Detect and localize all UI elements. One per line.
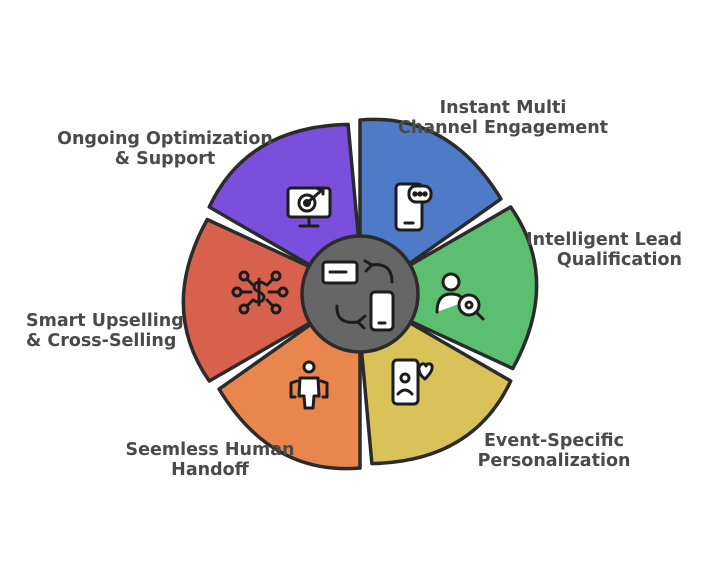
label-line: Intelligent Lead bbox=[526, 230, 682, 250]
chat-phone-icon bbox=[394, 182, 433, 232]
label-line: & Cross-Selling bbox=[26, 331, 177, 351]
person-group-icon bbox=[289, 360, 329, 410]
label-line: Instant Multi bbox=[439, 98, 567, 118]
segment-intelligent-lead-qualification bbox=[392, 205, 539, 371]
label-smart-upselling-cross-selling: Smart Upselling & Cross-Selling bbox=[26, 311, 216, 351]
label-line: & Support bbox=[114, 149, 216, 169]
label-line: Personalization bbox=[477, 451, 631, 471]
label-intelligent-lead-qualification: Intelligent Lead Qualification bbox=[480, 230, 682, 270]
label-line: Smart Upselling bbox=[26, 311, 184, 331]
segment-event-specific-personalization bbox=[358, 312, 513, 466]
dollar-network-icon bbox=[231, 270, 289, 315]
label-line: Event-Specific bbox=[483, 431, 625, 451]
label-line: Ongoing Optimization bbox=[57, 129, 273, 149]
heart-phone-icon bbox=[391, 358, 434, 406]
cross-device-sync-icon bbox=[321, 259, 395, 332]
label-instant-multi-channel-engagement: Instant Multi Channel Engagement bbox=[378, 98, 628, 138]
label-line: Seemless Human bbox=[125, 440, 295, 460]
center-hub bbox=[300, 234, 420, 354]
label-event-specific-personalization: Event-Specific Personalization bbox=[444, 431, 664, 471]
label-ongoing-optimization-support: Ongoing Optimization & Support bbox=[40, 129, 290, 169]
segment-ongoing-optimization-support bbox=[207, 122, 362, 276]
label-line: Qualification bbox=[556, 250, 682, 270]
user-search-icon bbox=[435, 272, 485, 321]
label-line: Channel Engagement bbox=[397, 118, 609, 138]
label-seemless-human-handoff: Seemless Human Handoff bbox=[100, 440, 320, 480]
label-line: Handoff bbox=[171, 460, 249, 480]
monitor-target-icon bbox=[286, 186, 332, 228]
